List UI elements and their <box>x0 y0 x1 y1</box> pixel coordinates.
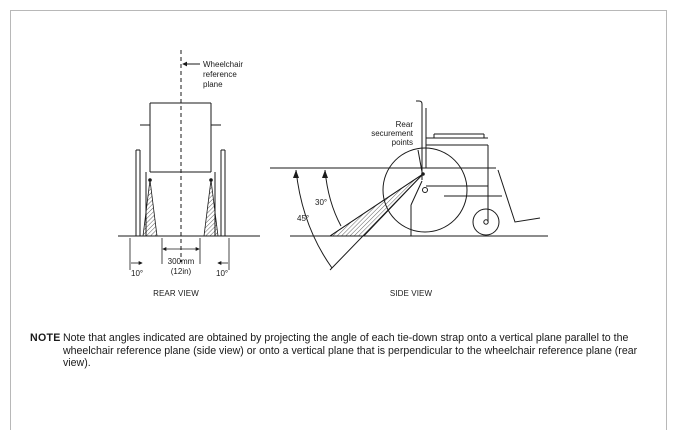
rear-angle-right-label: 10° <box>216 269 228 278</box>
figure-frame <box>10 10 667 430</box>
securement-label-1: Rear <box>396 120 414 129</box>
reference-plane-label-3: plane <box>203 80 223 89</box>
note-text: Note that angles indicated are obtained … <box>63 332 638 370</box>
side-angle-min-label: 30° <box>315 198 327 207</box>
rear-angle-left-label: 10° <box>131 269 143 278</box>
spacing-in-label: (12in) <box>171 267 192 276</box>
reference-plane-label-2: reference <box>203 70 237 79</box>
spacing-mm-label: 300mm <box>168 257 195 266</box>
rear-right-strap-zone <box>203 179 219 237</box>
rear-left-strap-zone <box>142 179 158 237</box>
note-keyword: NOTE <box>30 332 61 344</box>
rear-view-drawing <box>118 50 260 262</box>
angle-min-arrow-top <box>322 170 328 178</box>
rear-view-dimensions <box>129 238 230 270</box>
angle-max-arrow-top <box>293 170 299 178</box>
rear-view-caption: REAR VIEW <box>153 289 199 298</box>
side-angle-max-label: 45° <box>297 214 309 223</box>
side-view-drawing <box>270 100 548 271</box>
note-block: NOTE Note that angles indicated are obta… <box>30 332 655 370</box>
rear-right-securement-point <box>209 178 213 182</box>
reference-plane-label-1: Wheelchair <box>203 60 243 69</box>
rear-left-securement-point <box>148 178 152 182</box>
securement-label-2: securement <box>371 129 414 138</box>
side-view-caption: SIDE VIEW <box>390 289 433 298</box>
side-securement-point <box>421 172 425 176</box>
securement-label-3: points <box>392 138 413 147</box>
side-strap-zone <box>328 173 424 237</box>
